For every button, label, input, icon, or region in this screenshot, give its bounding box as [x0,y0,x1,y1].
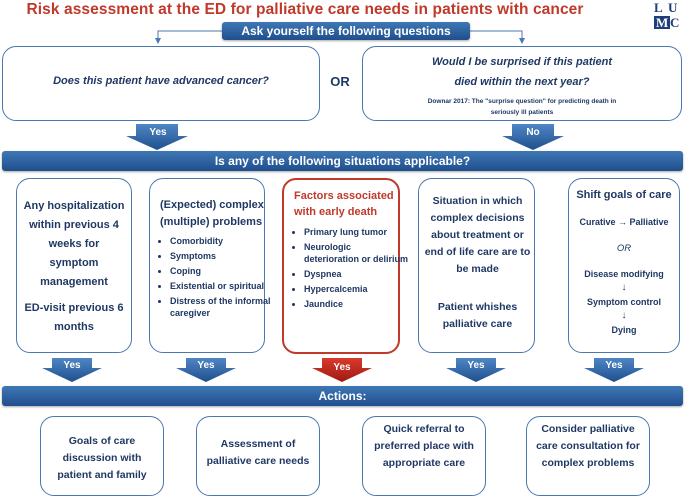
list-item: Dyspnea [304,268,408,280]
list-item: Neurologic deterioration or delirium [304,241,408,265]
yes-arrow-4 [446,358,506,382]
logo-letter-u: U [668,0,678,15]
top-connector-lines [155,30,525,44]
early-death-list: Primary lung tumor Neurologic deteriorat… [288,226,408,313]
list-item: Hypercalcemia [304,283,408,295]
yes-label-top: Yes [149,127,167,138]
ed-visit-text: ED-visit previous 6 months [24,302,124,333]
page-title: Risk assessment at the ED for palliative… [26,1,584,18]
list-item: Coping [170,265,274,277]
yes-arrow-3 [312,358,372,382]
yes-arrow-2 [176,358,236,382]
yes-arrow-5 [584,358,644,382]
list-item: Existential or spiritual [170,280,274,292]
yes-label-3: Yes [333,362,351,373]
list-item: Primary lung tumor [304,226,408,238]
symptom-control-text: Symptom control [586,297,661,307]
no-arrow [502,124,564,150]
yes-label-2: Yes [197,360,215,371]
patient-wishes-text: Patient whishes palliative care [437,301,518,330]
shift-goals-box: Shift goals of care Curative → Palliativ… [568,178,680,353]
dying-text: Dying [611,325,637,335]
complex-problems-box: (Expected) complex (multiple) problems C… [149,178,271,353]
yes-arrow-top [126,124,188,150]
hospitalization-text: Any hospitalization within previous 4 we… [23,200,125,288]
list-item: Comorbidity [170,235,274,247]
action-goals-of-care-box: Goals of care discussion with patient an… [40,416,164,496]
yes-arrow-1 [42,358,102,382]
complex-problems-list: Comorbidity Symptoms Coping Existential … [154,235,274,322]
logo-letter-m: M [654,15,671,30]
action-consultation-box: Consider palliative care consultation fo… [526,416,650,496]
action-quick-referral-box: Quick referral to preferred place with a… [362,416,486,496]
or-label: OR [330,74,350,89]
or-text: OR [616,243,632,254]
early-death-heading: Factors associated with early death [294,190,394,218]
action-goals-of-care: Goals of care discussion with patient an… [57,435,147,481]
complex-decisions-box: Situation in which complex decisions abo… [418,178,535,353]
shift-goals-heading: Shift goals of care [576,189,672,201]
surprise-question-line1: Would I be surprised if this patient [431,56,613,68]
question-advanced-cancer: Does this patient have advanced cancer? [53,75,269,87]
questions-bar: Ask yourself the following questions [222,22,470,40]
yes-label-5: Yes [605,360,623,371]
yes-label-1: Yes [63,360,81,371]
list-item: Symptoms [170,250,274,262]
complex-decisions-text: Situation in which complex decisions abo… [424,195,531,275]
complex-problems-heading: (Expected) complex (multiple) problems [160,199,264,228]
yes-label-4: Yes [467,360,485,371]
lumc-logo: L U M C [651,1,683,37]
arrow-down-icon: ↓ [621,310,627,321]
arrow-down-icon: ↓ [621,282,627,293]
question-advanced-cancer-box: Does this patient have advanced cancer? [2,46,320,121]
hospitalization-box: Any hospitalization within previous 4 we… [16,178,132,353]
action-assessment-box: Assessment of palliative care needs [196,416,320,496]
surprise-question-line2: died within the next year? [454,76,590,88]
actions-bar: Actions: [2,386,683,406]
situations-bar: Is any of the following situations appli… [2,151,683,171]
logo-letter-l: L [654,0,663,15]
curative-palliative-text: Curative → Palliative [579,217,669,227]
yes-arrows-row [42,358,644,382]
list-item: Jaundice [304,298,408,310]
early-death-factors-box: Factors associated with early death Prim… [282,178,408,354]
disease-modifying-text: Disease modifying [584,269,664,279]
action-consultation: Consider palliative care consultation fo… [536,423,640,469]
no-label: No [526,127,540,138]
logo-letter-c: C [670,15,680,30]
reference-line1: Downar 2017: The "surprise question" for… [427,98,617,105]
question-surprise-box: Would I be surprised if this patient die… [362,46,682,121]
reference-line2: seriously ill patients [490,109,554,116]
action-assessment: Assessment of palliative care needs [206,438,310,467]
list-item: Distress of the informal caregiver [170,295,274,319]
action-quick-referral: Quick referral to preferred place with a… [374,423,474,469]
